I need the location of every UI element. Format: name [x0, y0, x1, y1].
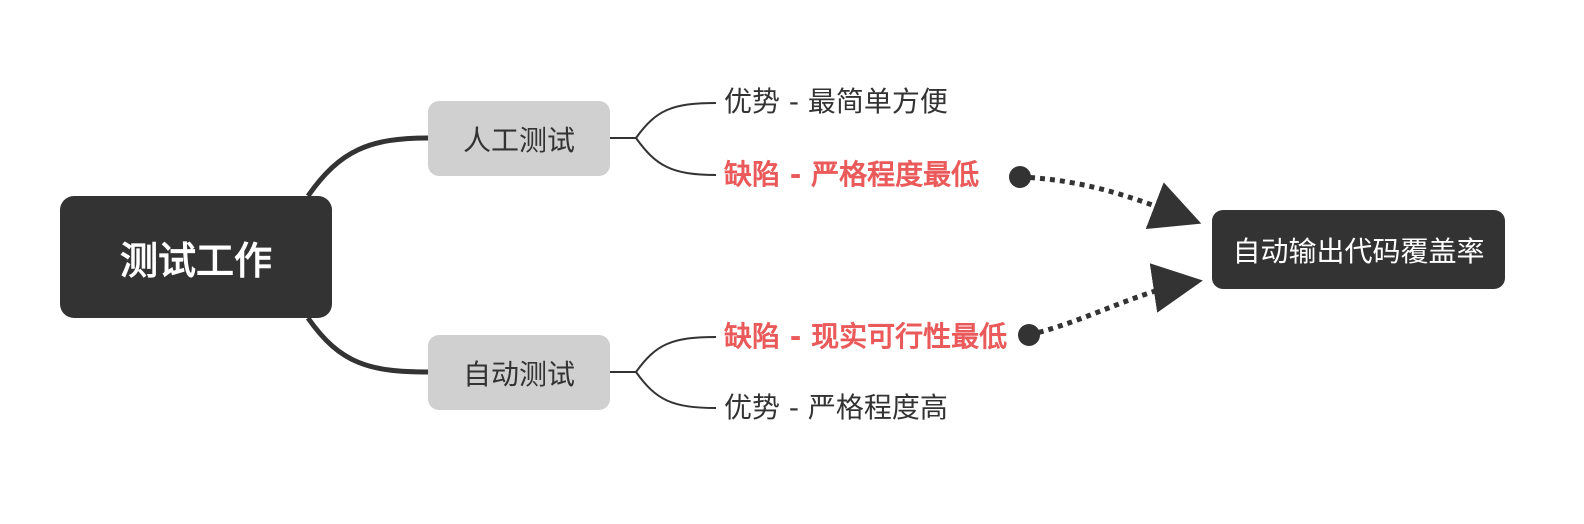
- subtopic-manual-defect[interactable]: 缺陷 - 严格程度最低: [724, 158, 980, 191]
- branch-topic-manual-testing[interactable]: 人工测试: [428, 101, 610, 176]
- subtopic-manual-advantage[interactable]: 优势 - 最简单方便: [724, 85, 948, 118]
- relationship-arrow-1: [1019, 174, 1202, 229]
- manual-to-defect-connector: [635, 137, 717, 176]
- floating-topic-code-coverage[interactable]: 自动输出代码覆盖率: [1212, 210, 1505, 289]
- root-to-manual-connector: [305, 135, 429, 198]
- floating-topic-label: 自动输出代码覆盖率: [1232, 234, 1485, 268]
- subtopic-auto-advantage[interactable]: 优势 - 严格程度高: [724, 391, 948, 424]
- branch-topic-automated-testing[interactable]: 自动测试: [428, 335, 610, 410]
- auto-to-advantage-connector: [635, 371, 717, 409]
- relationship-arrow-2: [1028, 263, 1203, 338]
- root-topic[interactable]: 测试工作: [60, 196, 332, 318]
- manual-to-advantage-connector: [635, 102, 717, 139]
- subtopic-auto-defect[interactable]: 缺陷 - 现实可行性最低: [724, 320, 1008, 353]
- branch-topic-label: 自动测试: [462, 357, 575, 391]
- root-to-auto-connector: [305, 316, 429, 375]
- auto-to-defect-connector: [635, 336, 717, 373]
- root-topic-label: 测试工作: [119, 238, 272, 283]
- branch-topic-label: 人工测试: [462, 123, 575, 157]
